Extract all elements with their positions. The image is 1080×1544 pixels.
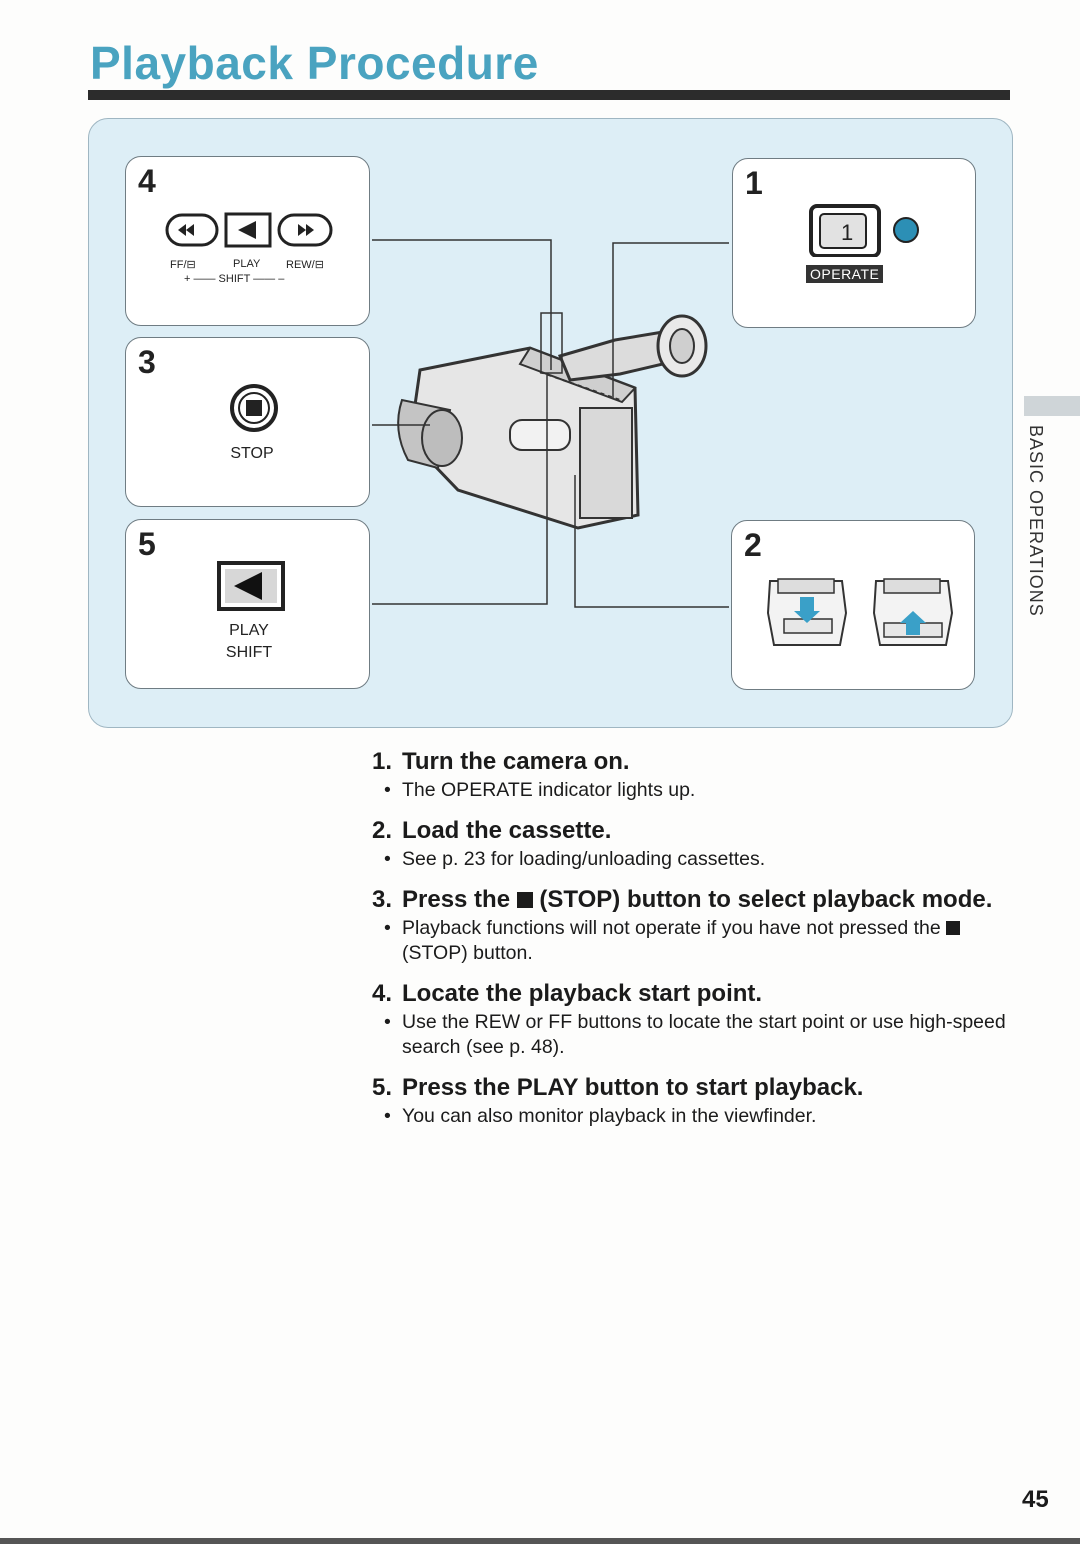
rew-play-ff-buttons-icon (165, 212, 333, 248)
cassette-insert-icon (766, 578, 848, 646)
step-note: The OPERATE indicator lights up. (402, 779, 696, 801)
play-label: PLAY (229, 622, 269, 639)
step-note: Use the REW or FF buttons to locate the … (402, 1011, 1006, 1058)
step-2: 2. Load the cassette. • See p. 23 for load… (372, 817, 1022, 872)
step-title: Locate the playback start point. (402, 980, 763, 1007)
bullet: • (384, 779, 391, 801)
step-4: 4. Locate the playback start point. • Use … (372, 980, 1022, 1060)
play-label: PLAY (233, 258, 261, 270)
title-rule (88, 90, 1010, 100)
cassette-eject-icon (872, 578, 954, 646)
step-box-2: 2 (731, 520, 975, 690)
step-title: Press the (STOP) button to select playba… (402, 886, 992, 913)
step-box-4: 4 FF/⊟ PLAY REW/⊟ + —— SHIFT —— – (125, 156, 370, 326)
operate-indicator-label: OPERATE (806, 265, 884, 283)
box-number: 5 (138, 526, 156, 562)
step-3: 3. Press the (STOP) button to select play… (372, 886, 1022, 966)
leader-lines (372, 239, 729, 608)
section-label: BASIC OPERATIONS (1026, 425, 1046, 617)
bullet: • (384, 917, 391, 939)
shift-line: + —— SHIFT —— – (184, 273, 285, 285)
ff-label: FF/⊟ (170, 259, 196, 271)
step-title: Press the PLAY button to start playback. (402, 1074, 864, 1101)
step-number: 5. (372, 1074, 393, 1101)
step-number: 2. (372, 817, 393, 844)
step-box-3: 3 STOP (125, 337, 370, 507)
bullet: • (384, 1105, 391, 1127)
power-button-icon (809, 204, 919, 257)
stop-label: STOP (230, 445, 274, 462)
step-title-post: (STOP) button to select playback mode. (539, 886, 993, 913)
play-shift-button-icon (217, 561, 285, 611)
step-note-post: (STOP) button. (402, 942, 533, 964)
step-number: 1. (372, 748, 393, 775)
camcorder-illustration (397, 314, 708, 530)
step-note: See p. 23 for loading/unloading cassette… (402, 848, 766, 870)
box-number: 1 (745, 165, 763, 201)
shift-label: SHIFT (225, 644, 273, 661)
box-number: 4 (138, 163, 156, 199)
section-tab (1024, 396, 1080, 416)
page-number: 45 (1022, 1486, 1049, 1513)
bullet: • (384, 1011, 391, 1033)
step-note: Playback functions will not operate if y… (402, 916, 1022, 966)
step-5: 5. Press the PLAY button to start playbac… (372, 1074, 1022, 1129)
step-1: 1. Turn the camera on. • The OPERATE indic… (372, 748, 1022, 803)
step-box-5: 5 PLAY SHIFT (125, 519, 370, 689)
step-number: 4. (372, 980, 393, 1007)
stop-button-icon (230, 384, 278, 432)
stop-square-icon (946, 921, 961, 935)
page-title: Playback Procedure (90, 37, 539, 89)
step-title-pre: Press the (402, 886, 511, 913)
box-number: 2 (744, 527, 762, 563)
step-note: You can also monitor playback in the vie… (402, 1105, 817, 1127)
step-title: Turn the camera on. (402, 748, 630, 775)
page-bottom-edge (0, 1538, 1080, 1544)
step-note-pre: Playback functions will not operate if y… (402, 917, 941, 939)
bullet: • (384, 848, 391, 870)
box-number: 3 (138, 344, 156, 380)
power-button-glyph: 1 (841, 220, 854, 245)
instruction-list: 1. Turn the camera on. • The OPERATE indic… (372, 748, 1022, 1143)
rew-label: REW/⊟ (286, 259, 324, 271)
step-box-1: 1 1 OPERATE (732, 158, 976, 328)
step-title: Load the cassette. (402, 817, 612, 844)
step-number: 3. (372, 886, 393, 913)
stop-square-icon (516, 892, 533, 908)
